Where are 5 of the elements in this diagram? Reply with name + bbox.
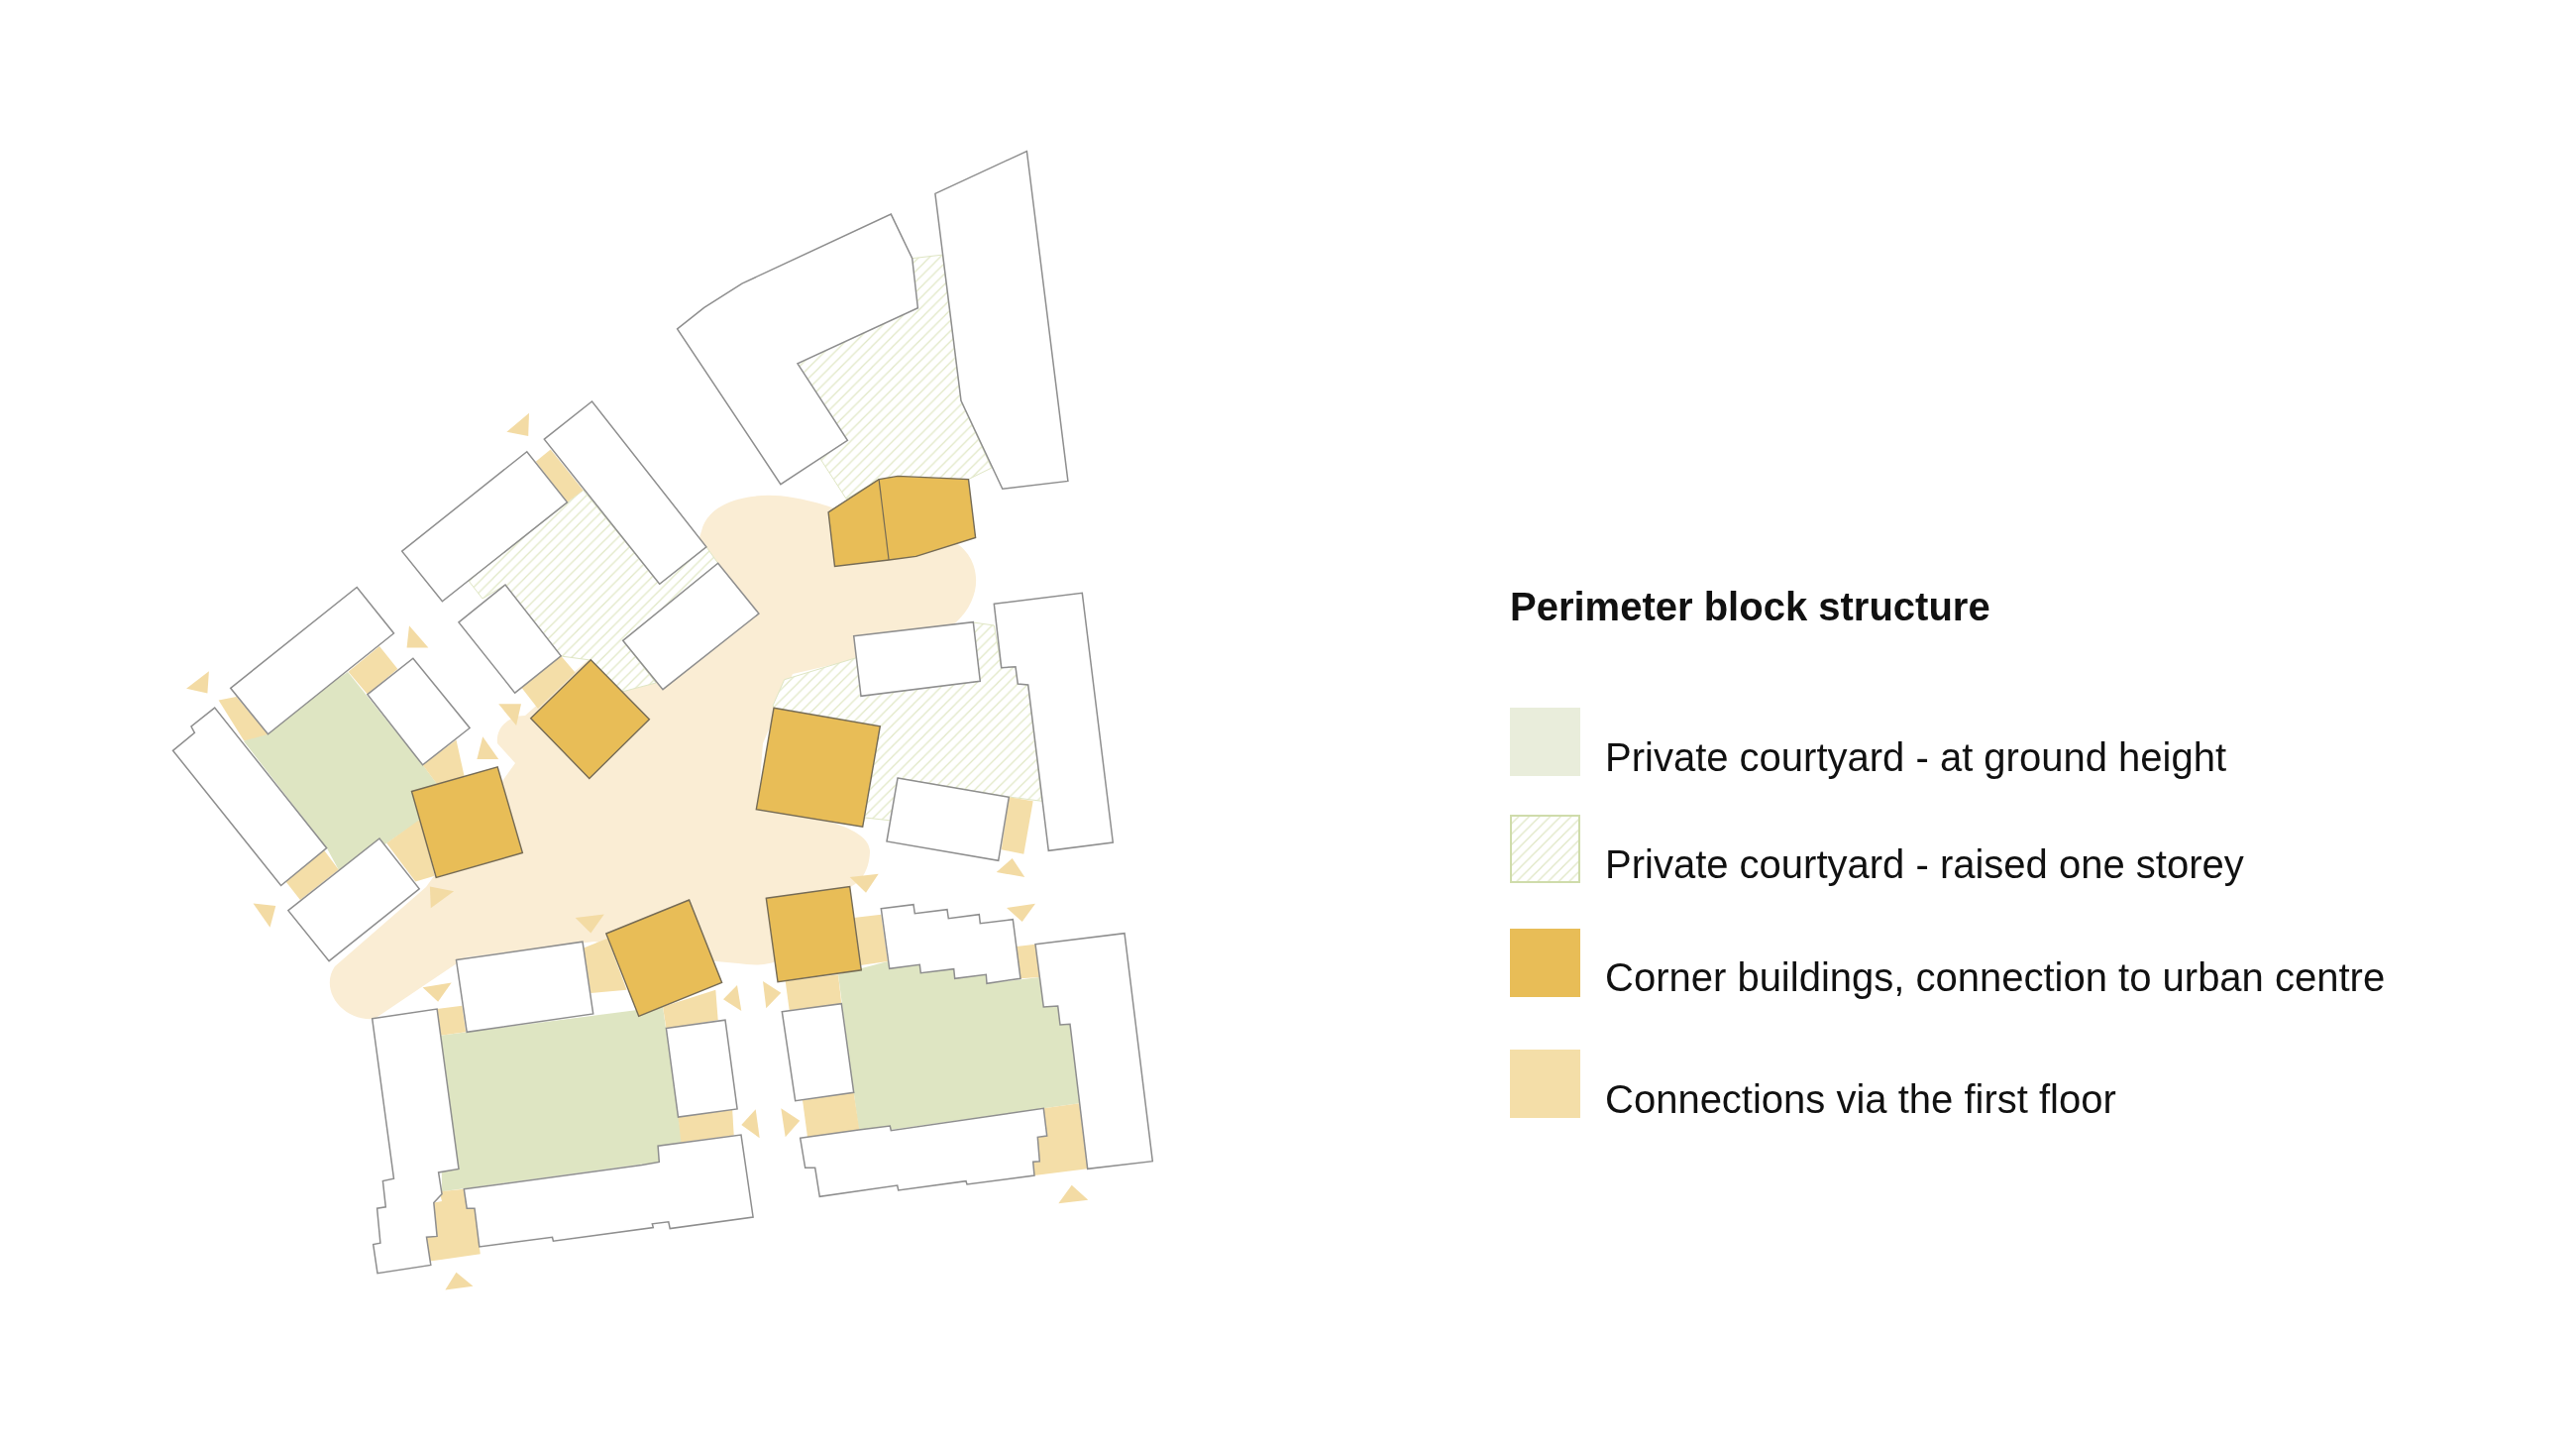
legend-label: Connections via the first floor bbox=[1605, 1076, 2116, 1122]
legend-label: Private courtyard - at ground height bbox=[1605, 734, 2226, 780]
legend-label: Corner buildings, connection to urban centre bbox=[1605, 954, 2386, 1000]
legend-label: Private courtyard - raised one storey bbox=[1605, 841, 2244, 887]
diagram-title: Perimeter block structure bbox=[1510, 584, 1990, 629]
